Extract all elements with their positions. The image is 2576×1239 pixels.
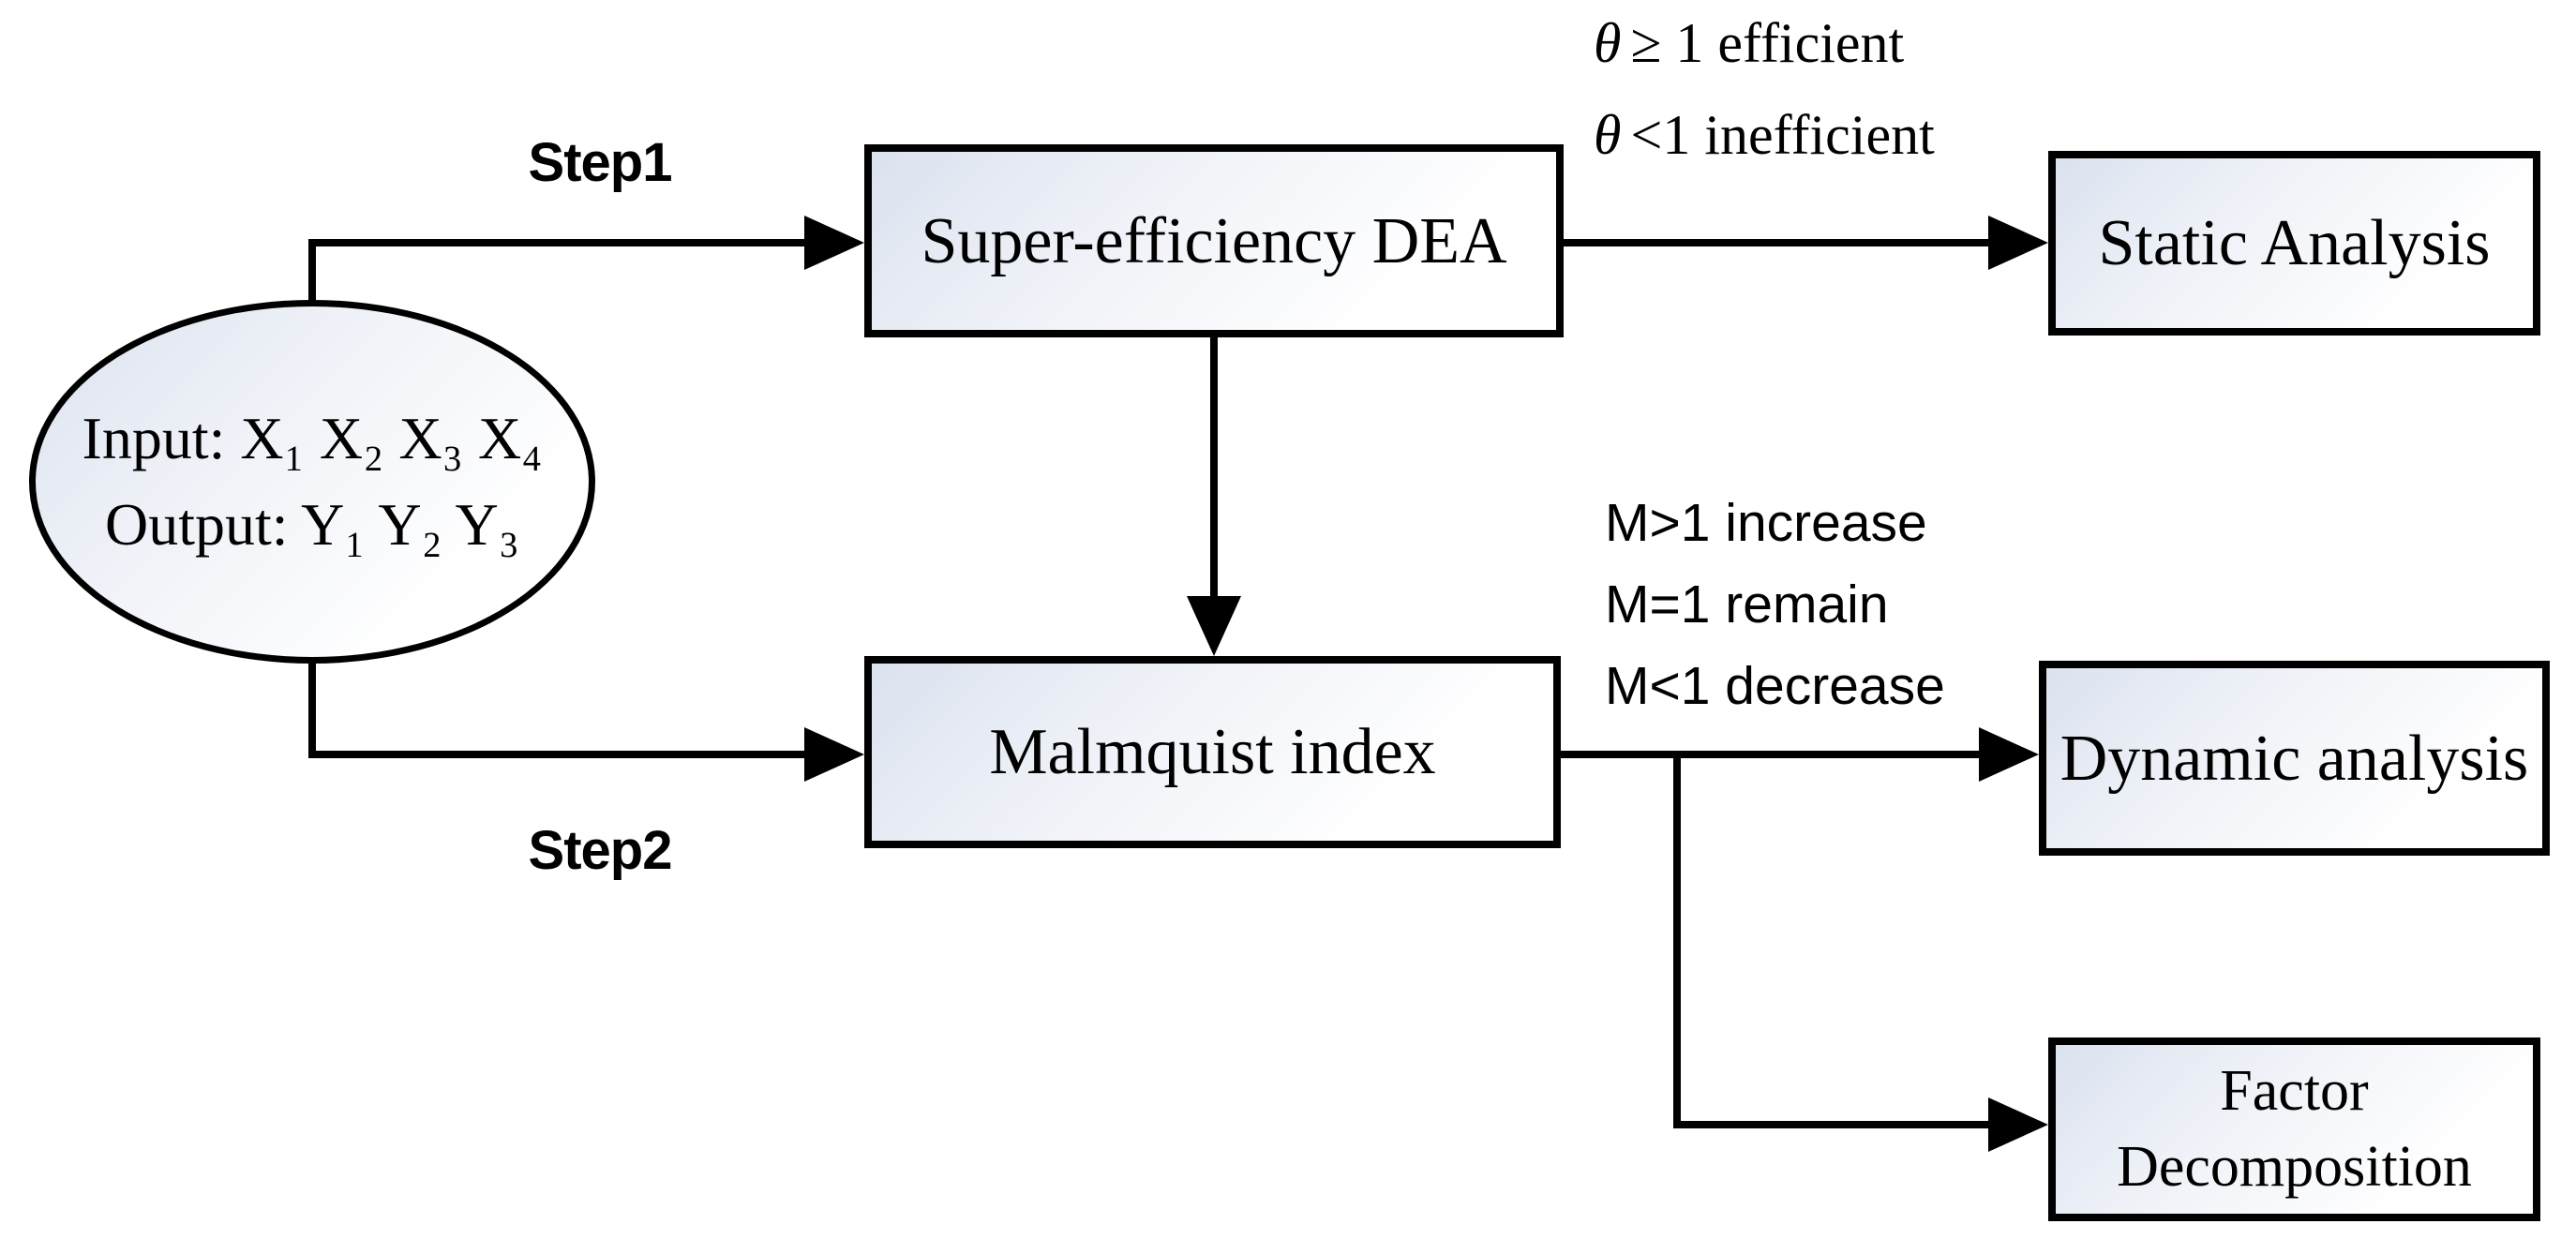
m-annotation-line2: M=1 remain [1605,575,1889,634]
connector-step2-elbow [308,660,808,758]
step2-label: Step2 [528,820,673,881]
input-line: Input: X₁ X₂ X₃ X₄ [82,405,543,471]
static-analysis-label: Static Analysis [2098,207,2491,279]
arrowhead-into-static [1988,216,2048,270]
theta-line1-text: ≥ 1 efficient [1630,12,1905,74]
arrowhead-into-malmquist-top [1187,596,1241,656]
malmquist-annotation: M>1 increase M=1 remain M<1 decrease [1605,497,1945,741]
output-line: Output: Y₁ Y₂ Y₃ [104,491,520,558]
theta-symbol: θ [1594,12,1622,74]
input-output-ellipse: Input: X₁ X₂ X₃ X₄ Output: Y₁ Y₂ Y₃ [29,300,595,664]
connector-step1-elbow [308,239,808,304]
malmquist-index-label: Malmquist index [989,716,1436,788]
factor-decomposition-box: Factor Decomposition [2048,1037,2540,1221]
theta-symbol: θ [1594,104,1622,166]
step1-label: Step1 [528,132,673,193]
dynamic-analysis-box: Dynamic analysis [2039,661,2550,856]
dynamic-analysis-label: Dynamic analysis [2059,722,2529,795]
arrowhead-into-malmquist-left [804,727,864,782]
arrowhead-into-factor [1988,1097,2048,1152]
factor-decomposition-label-line2: Decomposition [2117,1135,2472,1199]
theta-annotation-line2: θ<1 inefficient [1594,107,1935,163]
super-efficiency-dea-box: Super-efficiency DEA [864,144,1564,337]
super-efficiency-dea-label: Super-efficiency DEA [921,204,1507,277]
m-annotation-line1: M>1 increase [1605,493,1927,553]
arrowhead-into-dea [804,216,864,270]
m-annotation-line3: M<1 decrease [1605,656,1945,716]
factor-decomposition-label-line1: Factor [2220,1059,2369,1124]
static-analysis-box: Static Analysis [2048,151,2540,336]
arrowhead-into-dynamic [1979,727,2039,782]
theta-annotation: θ≥ 1 efficient θ<1 inefficient [1594,15,1935,199]
connector-branch-to-factor [1673,754,1992,1128]
theta-annotation-line1: θ≥ 1 efficient [1594,15,1935,71]
theta-line2-text: <1 inefficient [1630,104,1935,166]
malmquist-index-box: Malmquist index [864,656,1561,848]
